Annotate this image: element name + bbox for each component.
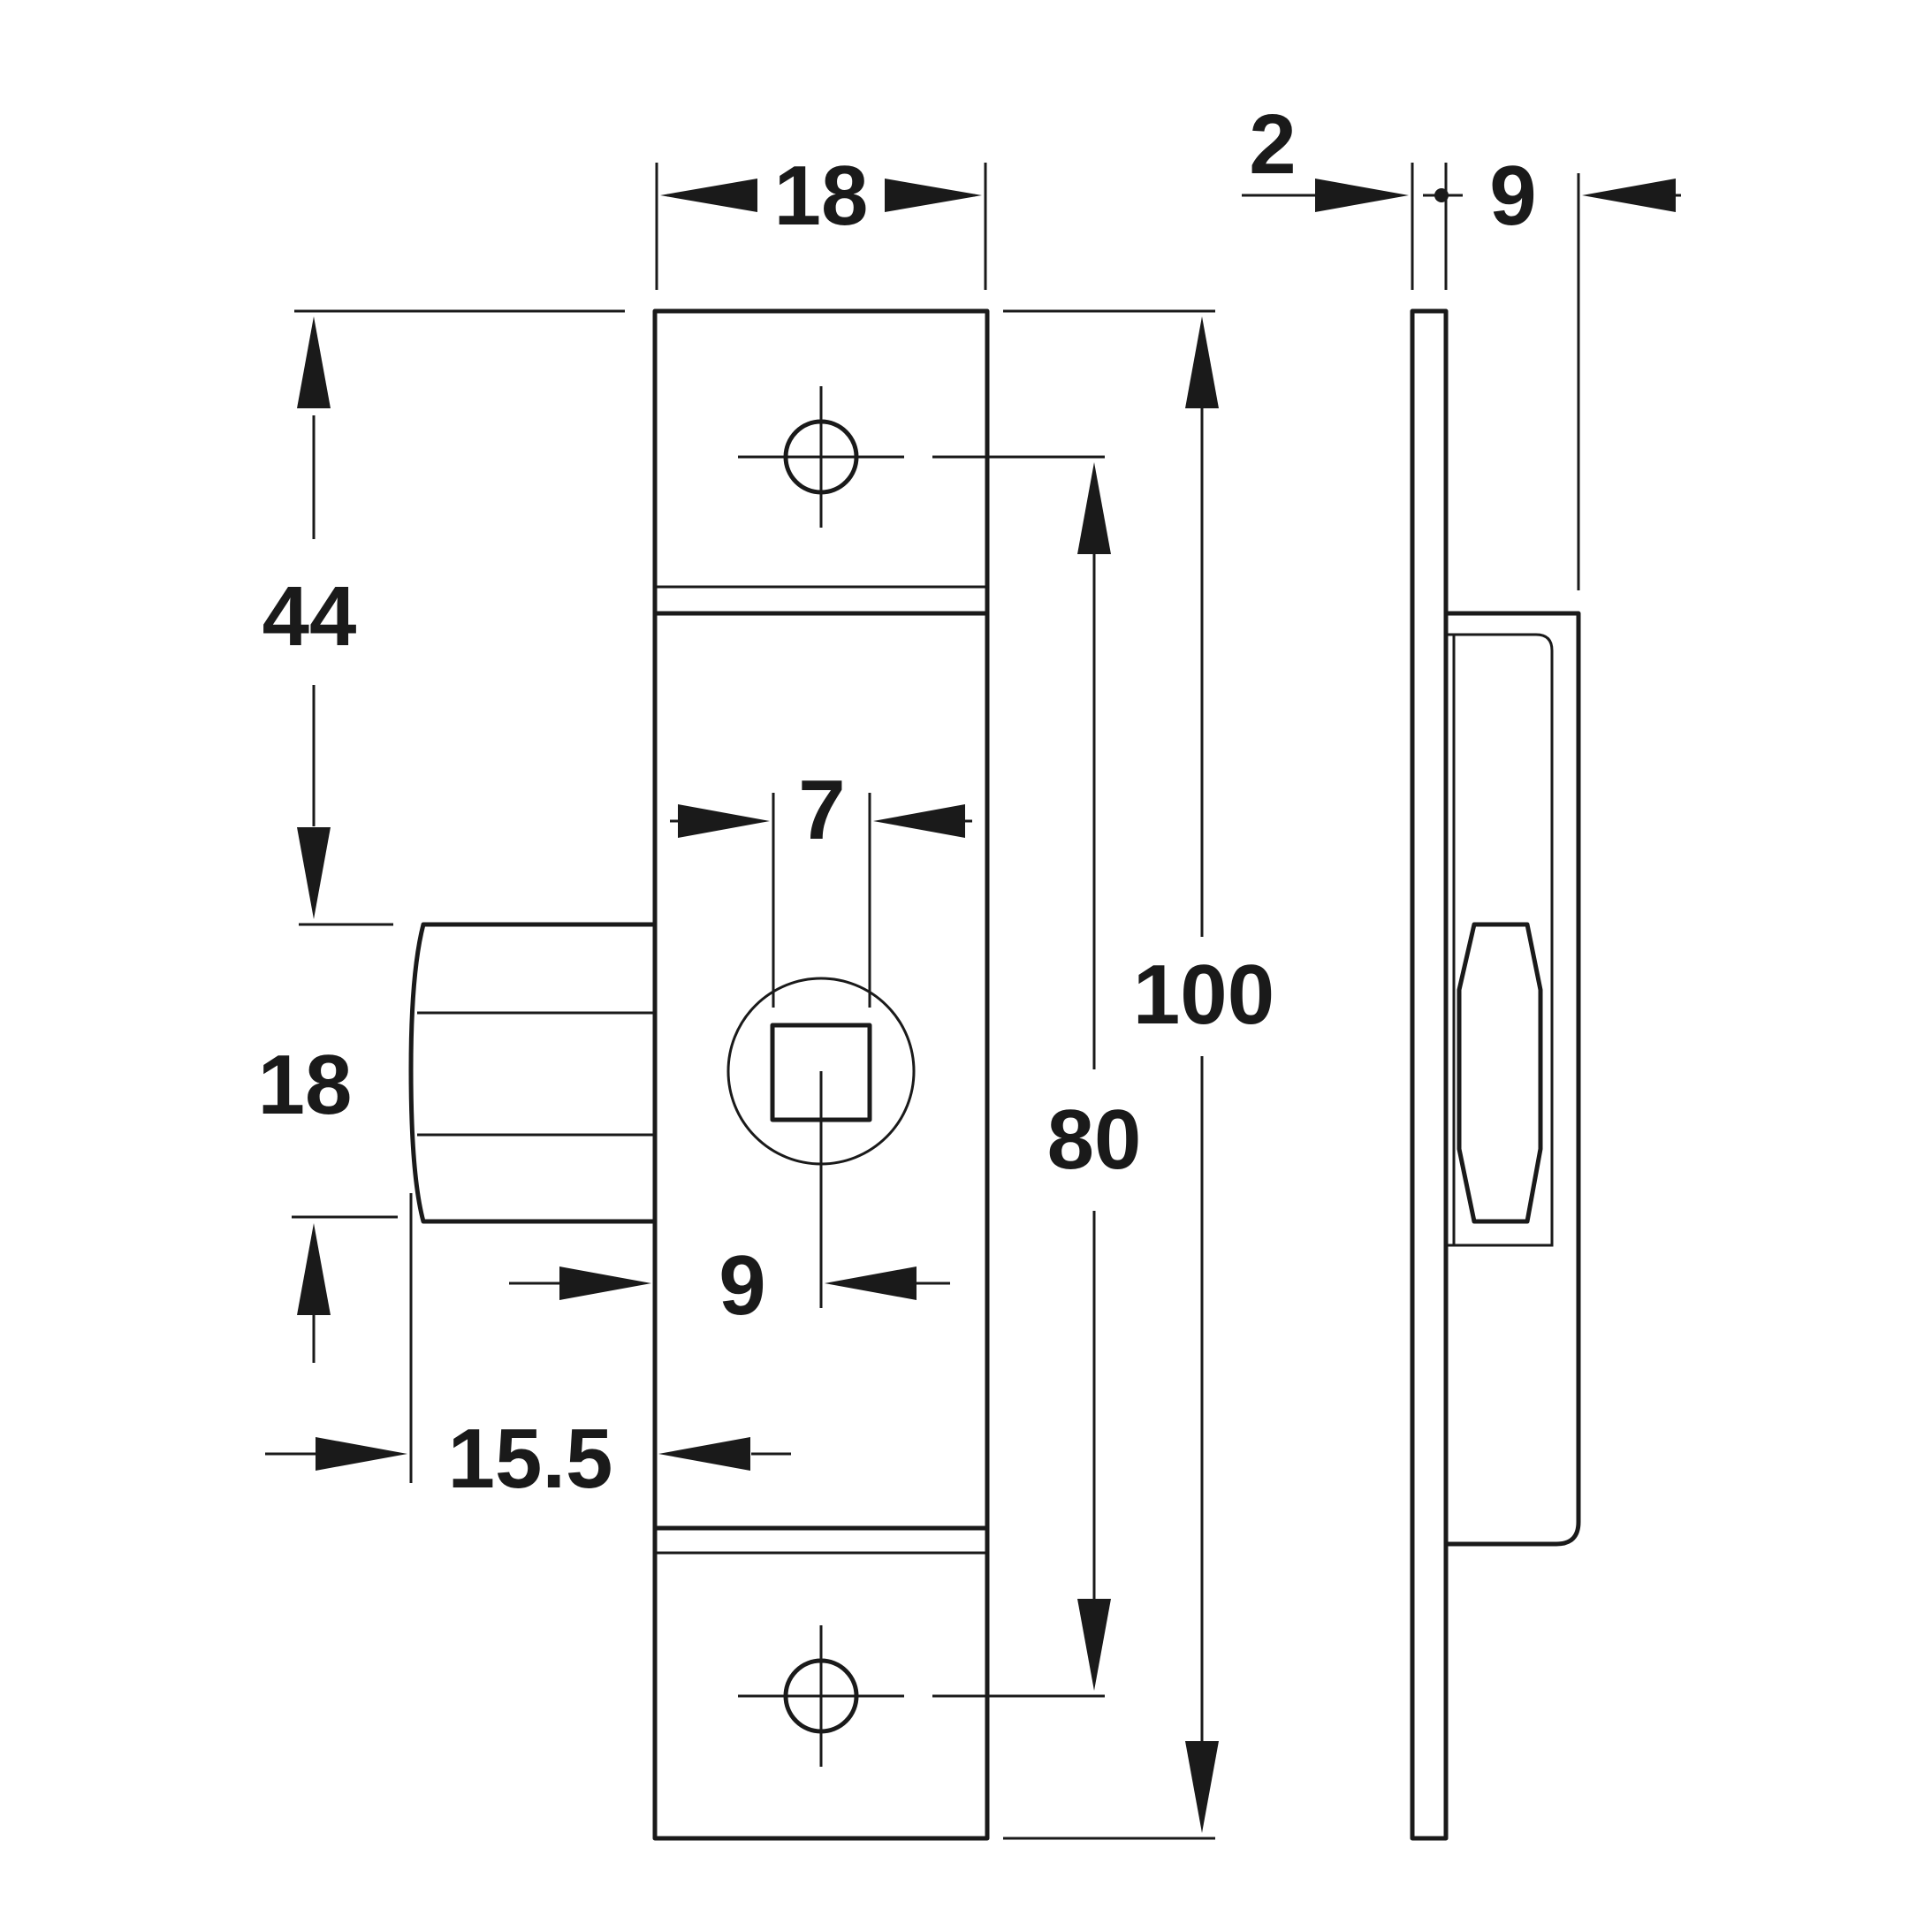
- bolt-profile: [1457, 922, 1543, 1224]
- label-side-offset: 2: [1249, 97, 1296, 192]
- label-screw-spacing: 80: [1047, 1092, 1142, 1187]
- label-spindle-offset: 9: [719, 1238, 765, 1333]
- dim-bolt-height: 18: [258, 1038, 398, 1363]
- latch-bolt: [408, 922, 655, 1224]
- dim-bolt-top: 44: [262, 309, 625, 926]
- dim-bolt-throw: 15.5: [265, 1193, 791, 1506]
- faceplate: [652, 308, 990, 1841]
- label-overall-height: 100: [1133, 947, 1274, 1042]
- dim-side-offset: 2: [1242, 97, 1463, 290]
- lock-body-outer: [1446, 611, 1581, 1547]
- label-spindle-width: 7: [798, 763, 845, 857]
- label-side-depth: 9: [1489, 148, 1536, 243]
- label-bolt-top: 44: [262, 569, 357, 664]
- lock-body-inner: [1446, 633, 1554, 1247]
- side-faceplate: [1410, 308, 1449, 1841]
- dim-overall-height: 100: [1003, 309, 1274, 1840]
- dim-plate-width: 18: [655, 148, 987, 290]
- screw-hole-bottom: [738, 1625, 904, 1767]
- dim-screw-spacing: 80: [932, 455, 1142, 1698]
- screw-hole-top: [738, 386, 904, 528]
- dim-side-depth: 9: [1489, 148, 1681, 590]
- side-view: [1410, 308, 1581, 1841]
- label-bolt-throw: 15.5: [448, 1411, 613, 1506]
- dim-spindle-offset: 9: [509, 1238, 950, 1333]
- dim-spindle-width: 7: [670, 763, 972, 1008]
- spindle-follower: [726, 977, 916, 1308]
- label-bolt-height: 18: [258, 1038, 353, 1132]
- front-view: [408, 308, 990, 1841]
- label-plate-width: 18: [774, 148, 869, 243]
